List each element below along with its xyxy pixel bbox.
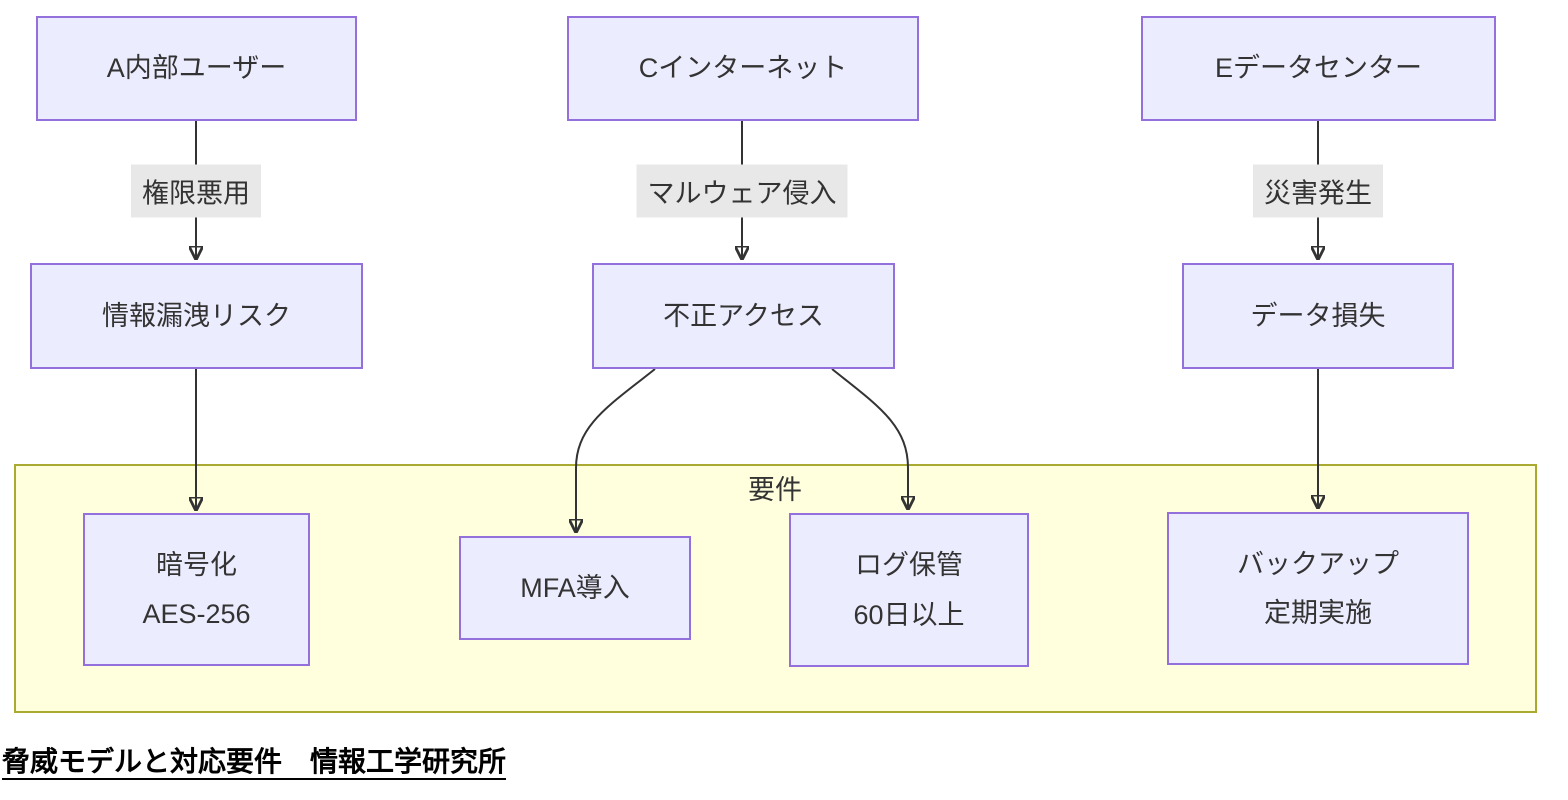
- node-leak-risk-label: 情報漏洩リスク: [102, 300, 291, 331]
- edge-label-malware-intrusion: マルウェア侵入: [636, 164, 848, 218]
- node-internet-label: Cインターネット: [638, 53, 848, 84]
- node-internal-user: A内部ユーザー: [36, 16, 357, 121]
- node-mfa-label: MFA導入: [520, 572, 630, 603]
- node-log-retention: ログ保管 60日以上: [789, 513, 1029, 667]
- node-datacenter: Eデータセンター: [1141, 16, 1496, 121]
- edge-label-disaster: 災害発生: [1253, 164, 1383, 218]
- node-backup-label-line1: バックアップ: [1237, 548, 1399, 579]
- edge-unauthorized-access-to-log-retention: [831, 368, 908, 508]
- node-encryption-label-line1: 暗号化: [156, 549, 237, 580]
- node-data-loss-label: データ損失: [1250, 300, 1386, 331]
- node-datacenter-label: Eデータセンター: [1214, 53, 1422, 84]
- diagram-title: 脅威モデルと対応要件 情報工学研究所: [2, 740, 506, 780]
- node-internet: Cインターネット: [567, 16, 919, 121]
- edge-label-privilege-abuse: 権限悪用: [131, 164, 261, 218]
- node-log-retention-label-line1: ログ保管: [855, 550, 963, 581]
- node-unauthorized-access-label: 不正アクセス: [663, 300, 824, 331]
- edge-unauthorized-access-to-mfa: [576, 368, 656, 531]
- node-data-loss: データ損失: [1182, 263, 1454, 369]
- node-unauthorized-access: 不正アクセス: [592, 263, 895, 369]
- requirements-container-label: 要件: [748, 475, 802, 505]
- node-log-retention-label-line2: 60日以上: [853, 599, 965, 630]
- node-backup: バックアップ 定期実施: [1167, 512, 1469, 665]
- node-leak-risk: 情報漏洩リスク: [30, 263, 363, 369]
- node-encryption-label-line2: AES-256: [142, 599, 251, 629]
- node-mfa: MFA導入: [459, 536, 691, 640]
- node-internal-user-label: A内部ユーザー: [106, 53, 287, 84]
- diagram-title-text: 脅威モデルと対応要件 情報工学研究所: [2, 746, 507, 777]
- node-encryption: 暗号化 AES-256: [83, 513, 310, 666]
- node-backup-label-line2: 定期実施: [1264, 598, 1372, 628]
